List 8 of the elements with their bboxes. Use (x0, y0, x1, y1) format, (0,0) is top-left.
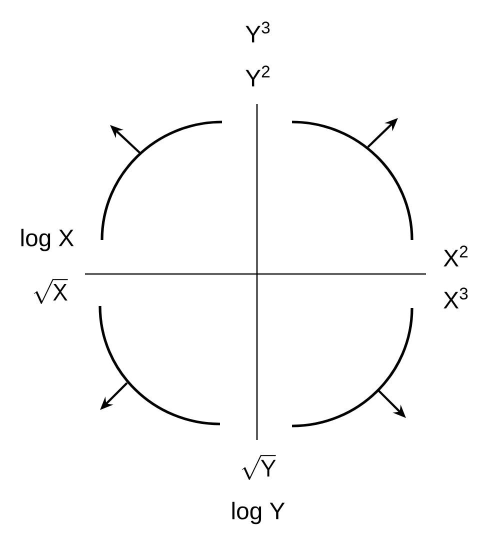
axis-label: log Y (232, 502, 285, 524)
axis-label: log X (21, 228, 74, 252)
axis-label: Y$^{3}$ (246, 22, 270, 42)
axis-label: X$^{3}$ (444, 288, 468, 308)
axis-label: X$^{2}$ (444, 246, 468, 266)
axis-label: Y$^{2}$ (246, 66, 270, 86)
axis-label: $\sqrt{\mathsf{Y}}$ (242, 455, 276, 480)
axis-label: $\sqrt{\mathsf{X}}$ (34, 279, 68, 304)
